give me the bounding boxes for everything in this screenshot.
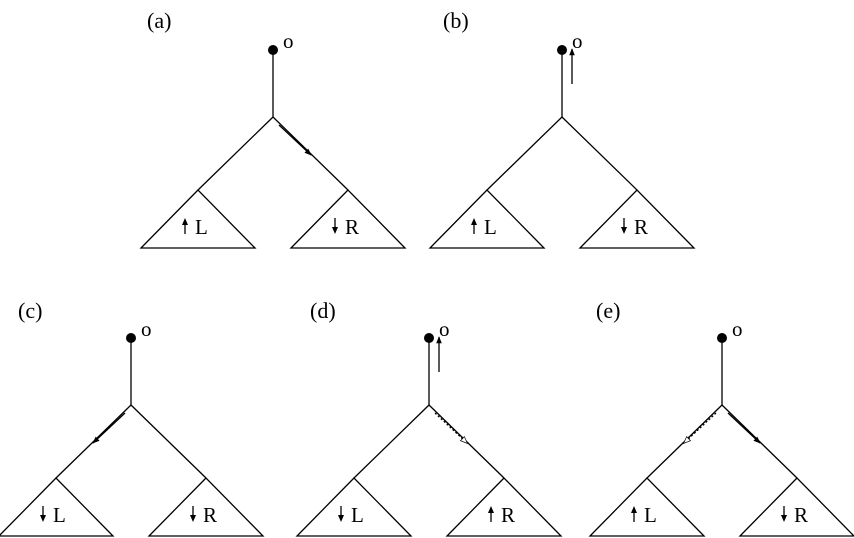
right-dotted-flow-arrow-icon: [434, 412, 469, 445]
root-label: o: [283, 29, 294, 53]
right-subtree-label: R: [501, 503, 515, 527]
left-subtree: L: [428, 189, 546, 249]
root-node: [268, 45, 278, 55]
right-subtree-arrow-up-icon: [488, 506, 494, 522]
left-subtree: L: [295, 477, 413, 537]
right-subtree-label: R: [203, 503, 217, 527]
left-subtree-triangle: [588, 477, 706, 537]
right-branch: [130, 404, 207, 479]
root-node: [717, 333, 727, 343]
right-branch: [721, 404, 798, 479]
panel-label: (e): [596, 298, 620, 323]
panel-a: (a) oL R: [139, 8, 407, 249]
root-node: [126, 333, 136, 343]
right-subtree-triangle: [289, 189, 407, 249]
left-subtree-triangle: [139, 189, 257, 249]
left-dotted-flow-arrow-icon: [682, 412, 717, 445]
panel-label: (d): [310, 298, 336, 323]
left-subtree-arrow-up-icon: [182, 218, 188, 234]
right-subtree-arrow-down-icon: [621, 218, 627, 234]
root-label: o: [439, 317, 450, 341]
left-subtree-arrow-down-icon: [338, 506, 344, 522]
left-subtree-label: L: [53, 503, 66, 527]
right-solid-flow-arrow-icon: [278, 124, 312, 156]
right-subtree-label: R: [794, 503, 808, 527]
right-subtree: R: [738, 477, 854, 537]
left-branch: [55, 404, 132, 479]
panel-b: (b) oL R: [428, 8, 696, 249]
left-subtree-triangle: [295, 477, 413, 537]
panel-label: (c): [18, 298, 42, 323]
right-subtree-arrow-down-icon: [190, 506, 196, 522]
root-label: o: [572, 29, 583, 53]
right-subtree-label: R: [634, 215, 648, 239]
left-subtree-arrow-up-icon: [471, 218, 477, 234]
left-subtree: L: [588, 477, 706, 537]
left-subtree-arrow-up-icon: [631, 506, 637, 522]
right-subtree: R: [289, 189, 407, 249]
right-subtree-triangle: [445, 477, 563, 537]
panel-label: (a): [147, 8, 171, 33]
right-subtree-label: R: [345, 215, 359, 239]
left-subtree: L: [0, 477, 115, 537]
root-node: [557, 45, 567, 55]
root-label: o: [141, 317, 152, 341]
left-subtree-label: L: [484, 215, 497, 239]
root-label: o: [732, 317, 743, 341]
left-subtree-triangle: [428, 189, 546, 249]
right-subtree: R: [445, 477, 563, 537]
right-branch: [272, 116, 349, 191]
right-subtree: R: [147, 477, 265, 537]
panel-c: (c) oL R: [0, 298, 265, 537]
left-subtree-label: L: [351, 503, 364, 527]
left-solid-flow-arrow-icon: [92, 412, 126, 444]
right-subtree-arrow-down-icon: [781, 506, 787, 522]
left-branch: [353, 404, 430, 479]
right-subtree-arrow-down-icon: [332, 218, 338, 234]
left-branch: [486, 116, 563, 191]
left-branch: [197, 116, 274, 191]
root-node: [424, 333, 434, 343]
left-subtree: L: [139, 189, 257, 249]
panel-e: (e) oL R: [588, 298, 854, 537]
right-subtree-triangle: [738, 477, 854, 537]
right-solid-flow-arrow-icon: [727, 412, 761, 444]
left-subtree-label: L: [644, 503, 657, 527]
right-branch: [428, 404, 505, 479]
left-subtree-arrow-down-icon: [40, 506, 46, 522]
left-subtree-label: L: [195, 215, 208, 239]
right-subtree-triangle: [147, 477, 265, 537]
right-subtree: R: [578, 189, 696, 249]
left-branch: [646, 404, 723, 479]
right-branch: [561, 116, 638, 191]
right-subtree-triangle: [578, 189, 696, 249]
panel-label: (b): [443, 8, 469, 33]
left-subtree-triangle: [0, 477, 115, 537]
panel-d: (d) oL R: [295, 298, 563, 537]
